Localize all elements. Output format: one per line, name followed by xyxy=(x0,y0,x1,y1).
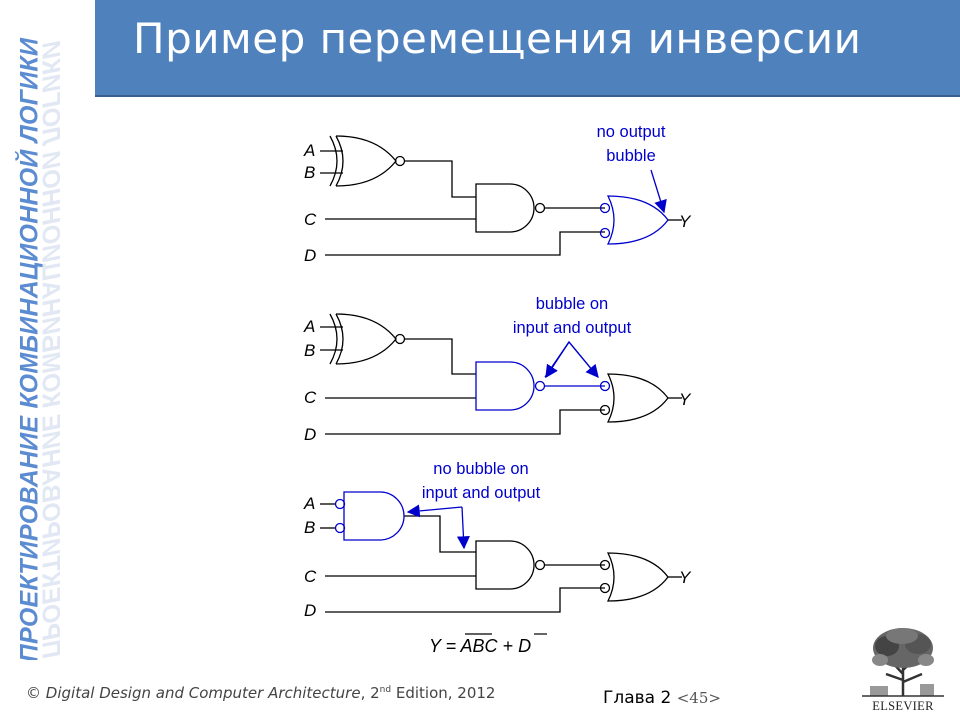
output-label-y: Y xyxy=(679,390,692,409)
svg-text:Y = ABC + D: Y = ABC + D xyxy=(429,636,531,656)
note-no-output-bubble-line2: bubble xyxy=(606,147,656,165)
title-bar: Пример перемещения инверсии xyxy=(95,0,960,97)
footer-citation: © Digital Design and Computer Architectu… xyxy=(26,684,496,702)
output-or-gate-2 xyxy=(599,373,669,423)
input-label-c: C xyxy=(304,567,317,586)
circuit-1 xyxy=(320,135,605,256)
note-no-bubble-on-io-line2: input and output xyxy=(422,484,541,502)
output-or-gate-3 xyxy=(606,552,669,602)
page-number: <45> xyxy=(676,689,721,707)
input-label-b: B xyxy=(304,518,315,537)
input-label-a: A xyxy=(303,494,315,513)
chapter-indicator: Глава 2 <45> xyxy=(603,688,721,708)
note-no-output-bubble: no output xyxy=(597,123,666,141)
slide-title: Пример перемещения инверсии xyxy=(133,14,862,63)
input-label-a: A xyxy=(303,141,315,160)
circuit-3 xyxy=(320,503,682,613)
inversion-bubble xyxy=(534,559,546,571)
circuit-2 xyxy=(320,313,682,435)
inversion-bubble xyxy=(534,202,546,214)
nand-gate-3-input-highlighted xyxy=(334,491,405,541)
equation: Y = ABC + D xyxy=(429,633,547,656)
eq-bar-d: D xyxy=(518,636,531,656)
arrow-note-3a xyxy=(406,504,463,518)
input-label-b: B xyxy=(304,341,315,360)
eq-lhs: Y = xyxy=(429,636,461,656)
input-label-c: C xyxy=(304,210,317,229)
output-label-y: Y xyxy=(679,568,692,587)
eq-mid: C + xyxy=(485,636,519,656)
chapter-label: Глава 2 xyxy=(603,688,672,708)
output-or-gate-1 xyxy=(599,195,669,245)
input-label-c: C xyxy=(304,388,317,407)
nor-gate-1 xyxy=(335,135,397,187)
nand-gate-2-highlighted xyxy=(475,361,605,411)
input-label-d: D xyxy=(304,601,316,620)
note-bubble-on-io-line2: input and output xyxy=(513,319,632,337)
nor-gate-2 xyxy=(335,313,397,365)
input-label-d: D xyxy=(304,425,316,444)
nand-gate-3 xyxy=(475,540,535,590)
input-label-b: B xyxy=(304,163,315,182)
elsevier-tree-icon xyxy=(862,624,944,698)
nand-gate-1 xyxy=(475,183,535,233)
output-label-y: Y xyxy=(679,212,692,231)
inversion-bubble xyxy=(394,155,406,167)
eq-bar-ab: AB xyxy=(460,636,485,656)
inversion-bubble xyxy=(394,333,406,345)
input-label-d: D xyxy=(304,246,316,265)
book-title: Digital Design and Computer Architecture xyxy=(45,684,361,702)
note-no-bubble-on-io: no bubble on xyxy=(433,460,528,478)
arrow-note-2 xyxy=(544,340,599,378)
note-bubble-on-io: bubble on xyxy=(536,295,609,313)
elsevier-wordmark: ELSEVIER xyxy=(872,699,934,713)
input-label-a: A xyxy=(303,317,315,336)
copyright-symbol: © xyxy=(26,684,41,702)
elsevier-logo: ELSEVIER xyxy=(862,624,944,714)
arrow-note-3b xyxy=(456,506,470,550)
